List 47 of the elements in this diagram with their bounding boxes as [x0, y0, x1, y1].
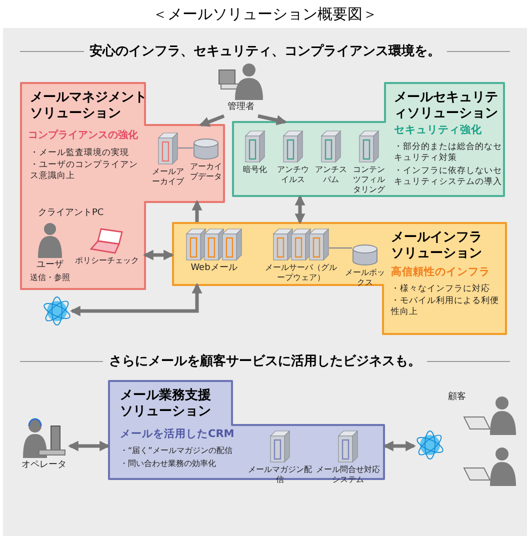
panel-title: メールインフラソリューション	[391, 230, 483, 262]
arrow	[199, 114, 225, 127]
item-label: アンチウイルス	[276, 165, 310, 185]
diagram-title: ＜メールソリューション概要図＞	[152, 4, 378, 25]
bullet-text: ・インフラに依存しないセキュリティシステムの導入	[394, 166, 502, 188]
section-heading: 安心のインフラ、セキュリティ、コンプライアンス環境を。	[90, 42, 440, 61]
connector-line	[178, 147, 193, 149]
panel-subtitle: 高信頼性のインフラ	[391, 266, 491, 280]
panel-subtitle: メールを活用したCRM	[120, 428, 236, 442]
item-label: ポリシーチェック	[74, 256, 140, 266]
item-label: メールサーバ（グループウェア）	[264, 263, 338, 283]
panel-title: メール業務支援ソリューション	[120, 388, 212, 420]
item-label: アーカイブデータ	[189, 162, 223, 182]
arrow	[70, 282, 202, 316]
bullet-text: ・メール監査環境の実現	[30, 148, 130, 159]
item-label: 送信・参照	[29, 273, 71, 284]
item-label: メールボックス	[344, 268, 386, 288]
bullet-text: ・問い合わせ業務の効率化	[120, 459, 217, 469]
arrow	[382, 440, 416, 452]
arrow	[68, 440, 110, 452]
item-label: Webメール	[190, 263, 238, 274]
arrow	[294, 194, 306, 224]
item-label: アンチスパム	[314, 165, 348, 185]
panel-subtitle: セキュリティ強化	[394, 124, 483, 138]
bullet-text: ・様々なインフラに対応	[391, 284, 491, 295]
item-label: 暗号化	[242, 165, 268, 175]
item-label: コンテンツフィルタリング	[352, 165, 386, 195]
bullet-text: ・“届く”メールマガジンの配信	[120, 446, 234, 456]
item-label: メール問合せ対応システム	[315, 465, 381, 485]
bullet-text: ・部分的または総合的なセキュリティ対策	[394, 142, 502, 164]
item-label: ユーザ	[36, 260, 64, 272]
panel-subtitle: コンプライアンスの強化	[28, 130, 139, 142]
item-label: 顧客	[448, 392, 467, 404]
bullet-text: ・ユーザのコンプライアンス意識向上	[30, 160, 139, 182]
item-label: メールアーカイブ	[151, 167, 185, 187]
item-label: 管理者	[226, 102, 256, 114]
panel-title: メールセキュリティソリューション	[394, 90, 499, 122]
item-label: メールマガジン配信	[248, 465, 312, 485]
connector-line	[329, 247, 352, 249]
section-heading: さらにメールを顧客サービスに活用したビジネスも。	[109, 352, 421, 371]
group-label: クライアントPC	[38, 208, 105, 220]
panel-title: メールマネジメントソリューション	[30, 90, 148, 122]
arrow	[258, 114, 288, 126]
arrow	[192, 200, 202, 222]
arrow	[142, 250, 174, 260]
item-label: オペレータ	[20, 460, 68, 472]
bullet-text: ・モバイル利用による利便性向上	[391, 296, 500, 318]
